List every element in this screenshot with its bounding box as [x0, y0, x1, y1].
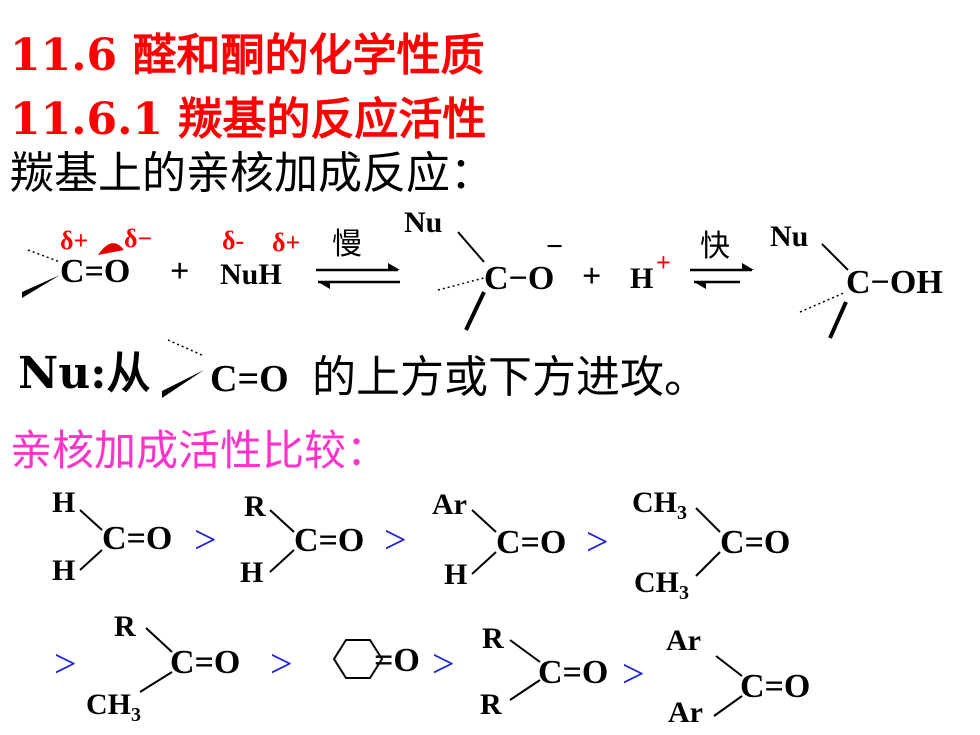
m7-top: R	[482, 622, 504, 655]
plus-sign-2: +	[582, 258, 602, 295]
gt-2: >	[384, 517, 407, 562]
subsection-title: 11.6.1 羰基的反应活性	[10, 94, 487, 145]
slow-label: 慢	[332, 227, 362, 262]
delta-plus-carbon: δ+	[60, 226, 89, 255]
gt-1: >	[194, 517, 217, 562]
m3-carbonyl: C=O	[496, 524, 567, 561]
fast-label: 快	[700, 229, 730, 264]
m7-carbonyl: C=O	[538, 654, 609, 691]
m7-bottom: R	[480, 688, 502, 721]
topic-line: 羰基上的亲核加成反应：	[10, 148, 494, 199]
m1-carbonyl: C=O	[102, 520, 173, 557]
product-alcohol: C−OH	[846, 264, 943, 301]
m2-top: R	[244, 490, 266, 523]
plus-sign: +	[170, 253, 190, 290]
m4-top: CH3	[632, 486, 687, 524]
comparison-heading: 亲核加成活性比较：	[10, 426, 389, 475]
attack-note-carbonyl: C=O	[210, 358, 289, 400]
delta-plus-h: δ+	[272, 228, 301, 257]
intermediate-alkoxide: C−O	[484, 260, 555, 297]
m8-bottom: Ar	[668, 696, 703, 729]
intermediate-nu: Nu	[404, 206, 443, 239]
attack-note-suffix: 的上方或下方进攻。	[312, 352, 708, 403]
m5-carbonyl: C=O	[170, 644, 241, 681]
gt-5: >	[270, 641, 293, 686]
proton-charge: +	[656, 248, 671, 277]
delta-minus-nu: δ-	[222, 226, 245, 255]
m8-carbonyl: C=O	[740, 668, 811, 705]
negative-charge: −	[546, 230, 564, 263]
m4-carbonyl: C=O	[720, 524, 791, 561]
m8-top: Ar	[666, 624, 701, 657]
m2-carbonyl: C=O	[294, 522, 365, 559]
proton: H	[630, 262, 654, 295]
m1-top: H	[52, 486, 76, 519]
section-title: 11.6 醛和酮的化学性质	[10, 30, 485, 81]
cyclohexane-ring	[332, 639, 384, 679]
m1-bottom: H	[52, 554, 76, 587]
gt-7: >	[622, 651, 645, 696]
m3-top: Ar	[432, 488, 467, 521]
nucleophile-reagent: NuH	[220, 258, 282, 291]
m3-bottom: H	[444, 558, 468, 591]
product-nu: Nu	[770, 220, 809, 253]
gt-4: >	[54, 641, 77, 686]
m4-bottom: CH3	[634, 566, 689, 604]
delta-minus-oxygen: δ−	[124, 224, 153, 253]
gt-6: >	[432, 641, 455, 686]
m5-bottom: CH3	[86, 688, 141, 726]
m5-top: R	[114, 610, 136, 643]
m6-ketone-oxygen: =O	[374, 642, 420, 679]
curved-arrow-icon	[98, 243, 124, 255]
gt-3: >	[586, 519, 609, 564]
reactant-carbonyl: C=O	[60, 253, 131, 290]
m2-bottom: H	[240, 556, 264, 589]
attack-note-prefix: Nu:从	[18, 348, 151, 399]
